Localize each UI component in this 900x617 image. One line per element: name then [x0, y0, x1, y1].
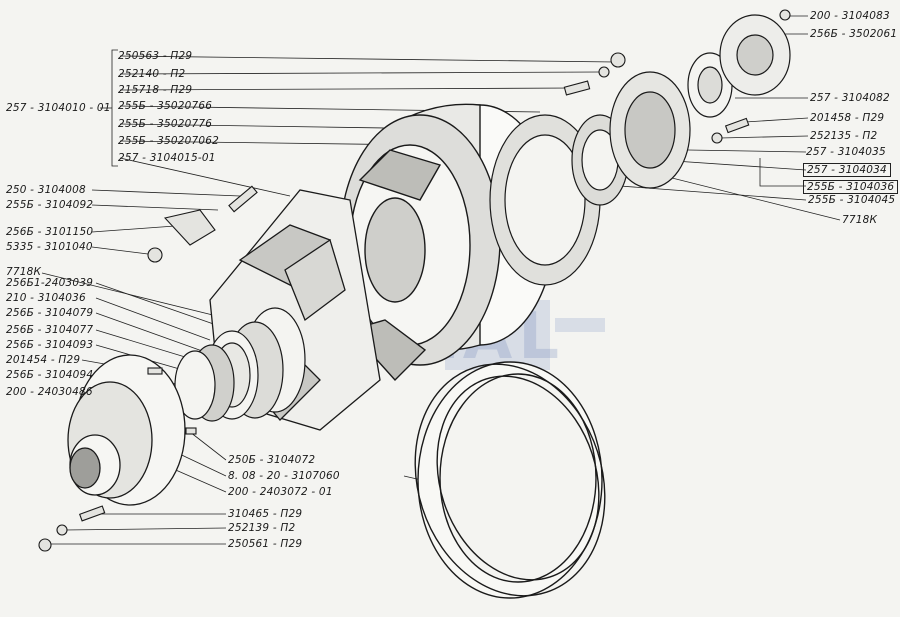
part-label: 256Б - 3101150 [6, 226, 94, 238]
part-label-boxed: 255Б - 3104036 [803, 180, 899, 194]
part-label: 256Б - 3104093 [6, 339, 94, 351]
part-label: 200 - 3104083 [810, 10, 890, 22]
part-label: 7718К [6, 266, 42, 278]
part-label-boxed: 257 - 3104034 [803, 163, 891, 177]
part-label: 200 - 24030486 [6, 386, 93, 398]
part-label: 256Б - 3104077 [6, 324, 94, 336]
part-label: 252139 - П2 [228, 522, 296, 534]
part-label: 310465 - П29 [228, 508, 303, 520]
outer-bearing-stack [489, 14, 791, 286]
part-label: 257 - 3104035 [806, 146, 886, 158]
fasteners [38, 9, 791, 552]
part-label: 256Б - 3104094 [6, 369, 94, 381]
hub-flange-cap [67, 354, 186, 506]
part-label: 257 - 3104015-01 [118, 152, 216, 164]
part-label: 210 - 3104036 [6, 292, 86, 304]
part-label: 250Б - 3104072 [228, 454, 316, 466]
part-label: 255Б - 350207062 [118, 135, 220, 147]
part-label: 255Б - 35020776 [118, 118, 213, 130]
part-label: 250 - 3104008 [6, 184, 86, 196]
part-label: 201454 - П29 [6, 354, 81, 366]
lining-ring [414, 361, 606, 599]
part-label: 252140 - П2 [118, 68, 186, 80]
part-label: 8. 08 - 20 - 3107060 [228, 470, 340, 482]
part-label: 257 - 3104082 [810, 92, 890, 104]
assembly-group-label: 257 - 3104010 - 01 [6, 102, 111, 114]
part-label: 252135 - П2 [810, 130, 878, 142]
part-label: 256Б1-2403039 [6, 277, 94, 289]
part-label: 255Б - 3104092 [6, 199, 94, 211]
part-label: 255Б - 3104045 [808, 194, 896, 206]
part-label: 250563 - П29 [118, 50, 193, 62]
part-label: 5335 - 3101040 [6, 241, 93, 253]
part-label: 255Б - 35020766 [118, 100, 213, 112]
part-label: 215718 - П29 [118, 84, 193, 96]
part-label: 250561 - П29 [228, 538, 303, 550]
part-label: 7718К [842, 214, 878, 226]
part-label: 256Б - 3502061 [810, 28, 898, 40]
part-label: 256Б - 3104079 [6, 307, 94, 319]
inner-bearing-stack [174, 307, 306, 422]
part-label: 200 - 2403072 - 01 [228, 486, 333, 498]
part-label: 201458 - П29 [810, 112, 885, 124]
